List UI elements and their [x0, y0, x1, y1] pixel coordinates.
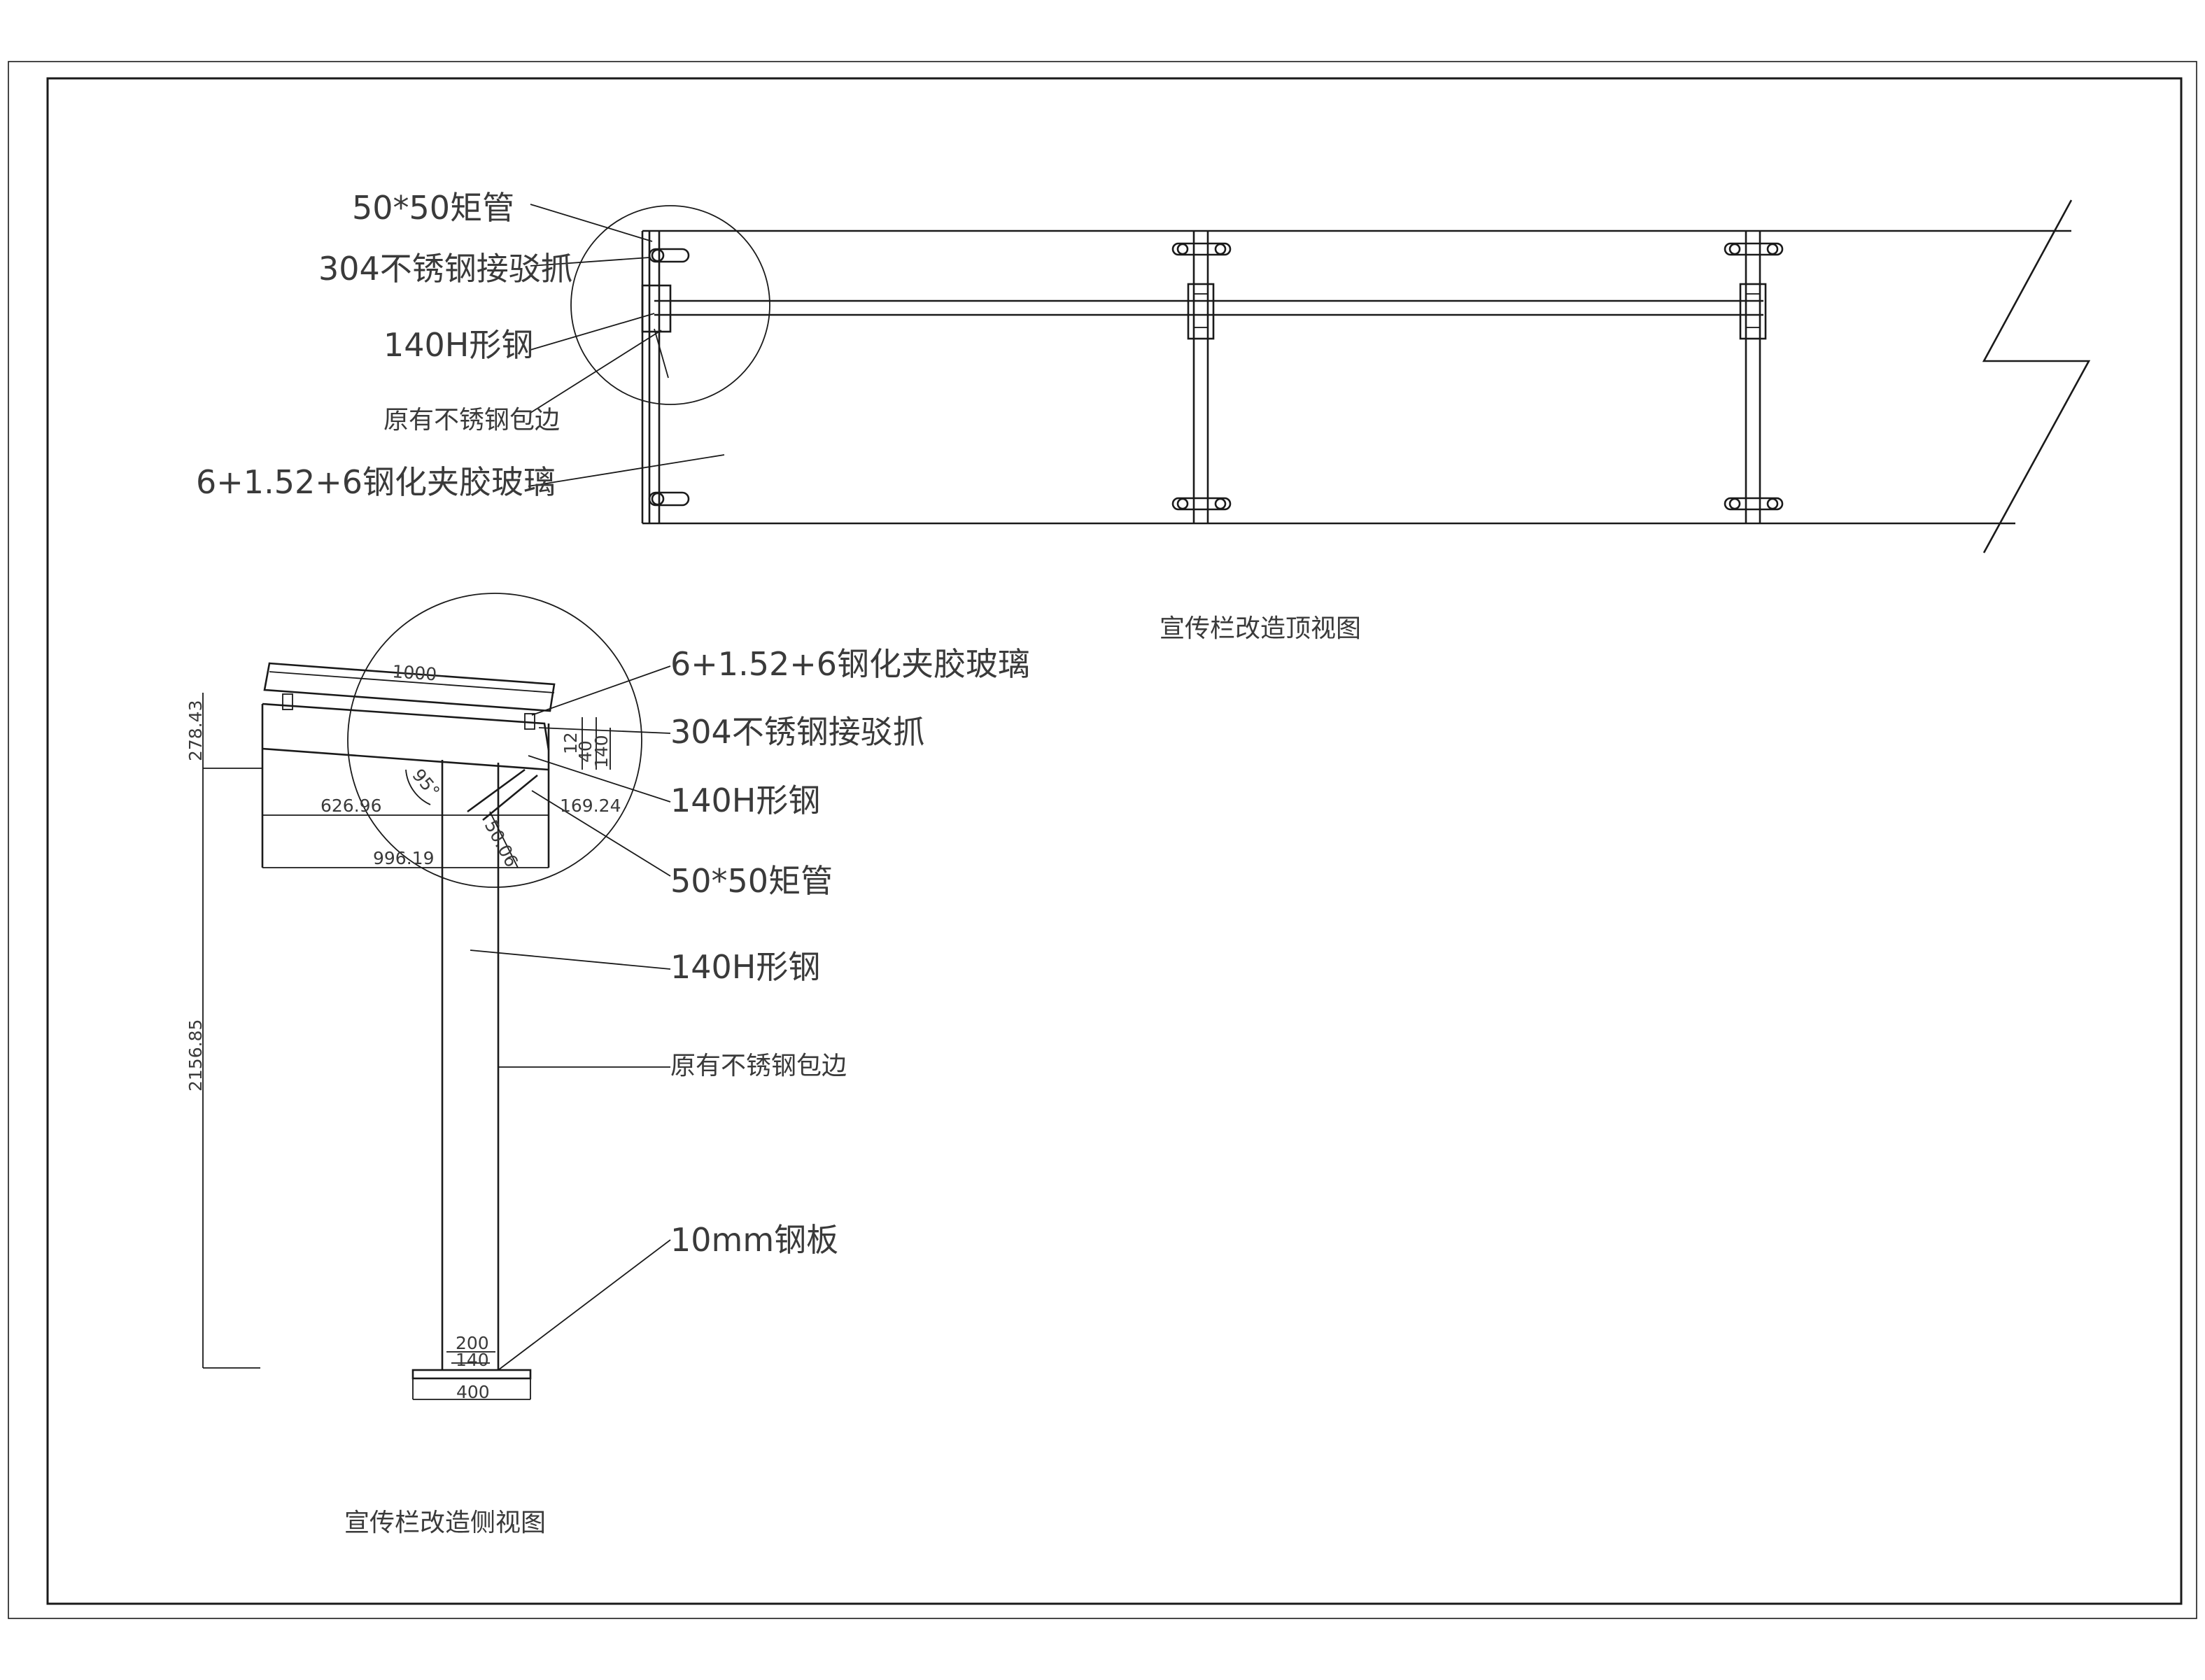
base-plate [411, 1369, 532, 1380]
side-glass [263, 662, 556, 712]
side-label-plate: 10mm钢板 [670, 1221, 838, 1259]
top-label-edge: 原有不锈钢包边 [383, 406, 560, 435]
dim-200: 200 [456, 1333, 489, 1353]
side-label-hbeam-2: 140H形钢 [670, 948, 820, 986]
top-label-glass: 6+1.52+6钢化夹胶玻璃 [196, 463, 556, 501]
clamp-bottom-left [648, 491, 690, 507]
dim-169-24: 169.24 [560, 796, 621, 816]
inner-border [46, 77, 2183, 1605]
break-line [1982, 199, 2091, 553]
top-label-clamp: 304不锈钢接驳抓 [318, 250, 573, 288]
dim-626-96: 626.96 [320, 796, 381, 816]
dim-50-06: 50.06 [481, 817, 522, 870]
dim-angle-95: 95° [408, 765, 444, 802]
detail-circle-top [570, 205, 770, 405]
dim-12: 12 [561, 732, 581, 754]
dim-2156-85: 2156.85 [185, 1019, 206, 1092]
top-view-title: 宣传栏改造顶视图 [1160, 614, 1361, 643]
clamp-bottom-right [1724, 497, 1784, 511]
side-label-edge: 原有不锈钢包边 [670, 1052, 847, 1080]
top-view: 50*50矩管 304不锈钢接驳抓 140H形钢 原有不锈钢包边 6+1.52+… [196, 189, 2091, 643]
top-label-hbeam: 140H形钢 [383, 326, 533, 364]
clamp-top-middle [1171, 242, 1232, 256]
side-label-hbeam: 140H形钢 [670, 782, 820, 819]
dim-1000: 1000 [392, 661, 437, 684]
dim-40: 40 [575, 740, 596, 763]
clamp-top-right [1724, 242, 1784, 256]
dim-140-a: 140 [591, 735, 612, 768]
dim-996-19: 996.19 [373, 848, 434, 868]
post-right [1739, 231, 1767, 523]
post-middle [1187, 231, 1215, 523]
side-view-title: 宣传栏改造侧视图 [344, 1509, 546, 1537]
side-label-clamp: 304不锈钢接驳抓 [670, 713, 925, 751]
side-label-tube: 50*50矩管 [670, 862, 833, 900]
detail-circle-side [347, 593, 642, 888]
side-label-glass: 6+1.52+6钢化夹胶玻璃 [670, 645, 1030, 683]
clamp-bottom-middle [1171, 497, 1232, 511]
clamp-top-left [648, 248, 690, 263]
dim-140-b: 140 [456, 1350, 489, 1370]
post-left [641, 231, 672, 523]
top-label-tube: 50*50矩管 [352, 189, 514, 227]
dim-400: 400 [456, 1382, 490, 1402]
dim-278-43: 278.43 [185, 700, 206, 761]
side-view: 1000 278.43 626.96 169.24 996.19 50.06 9… [185, 593, 1030, 1537]
outer-border [8, 61, 2197, 1619]
